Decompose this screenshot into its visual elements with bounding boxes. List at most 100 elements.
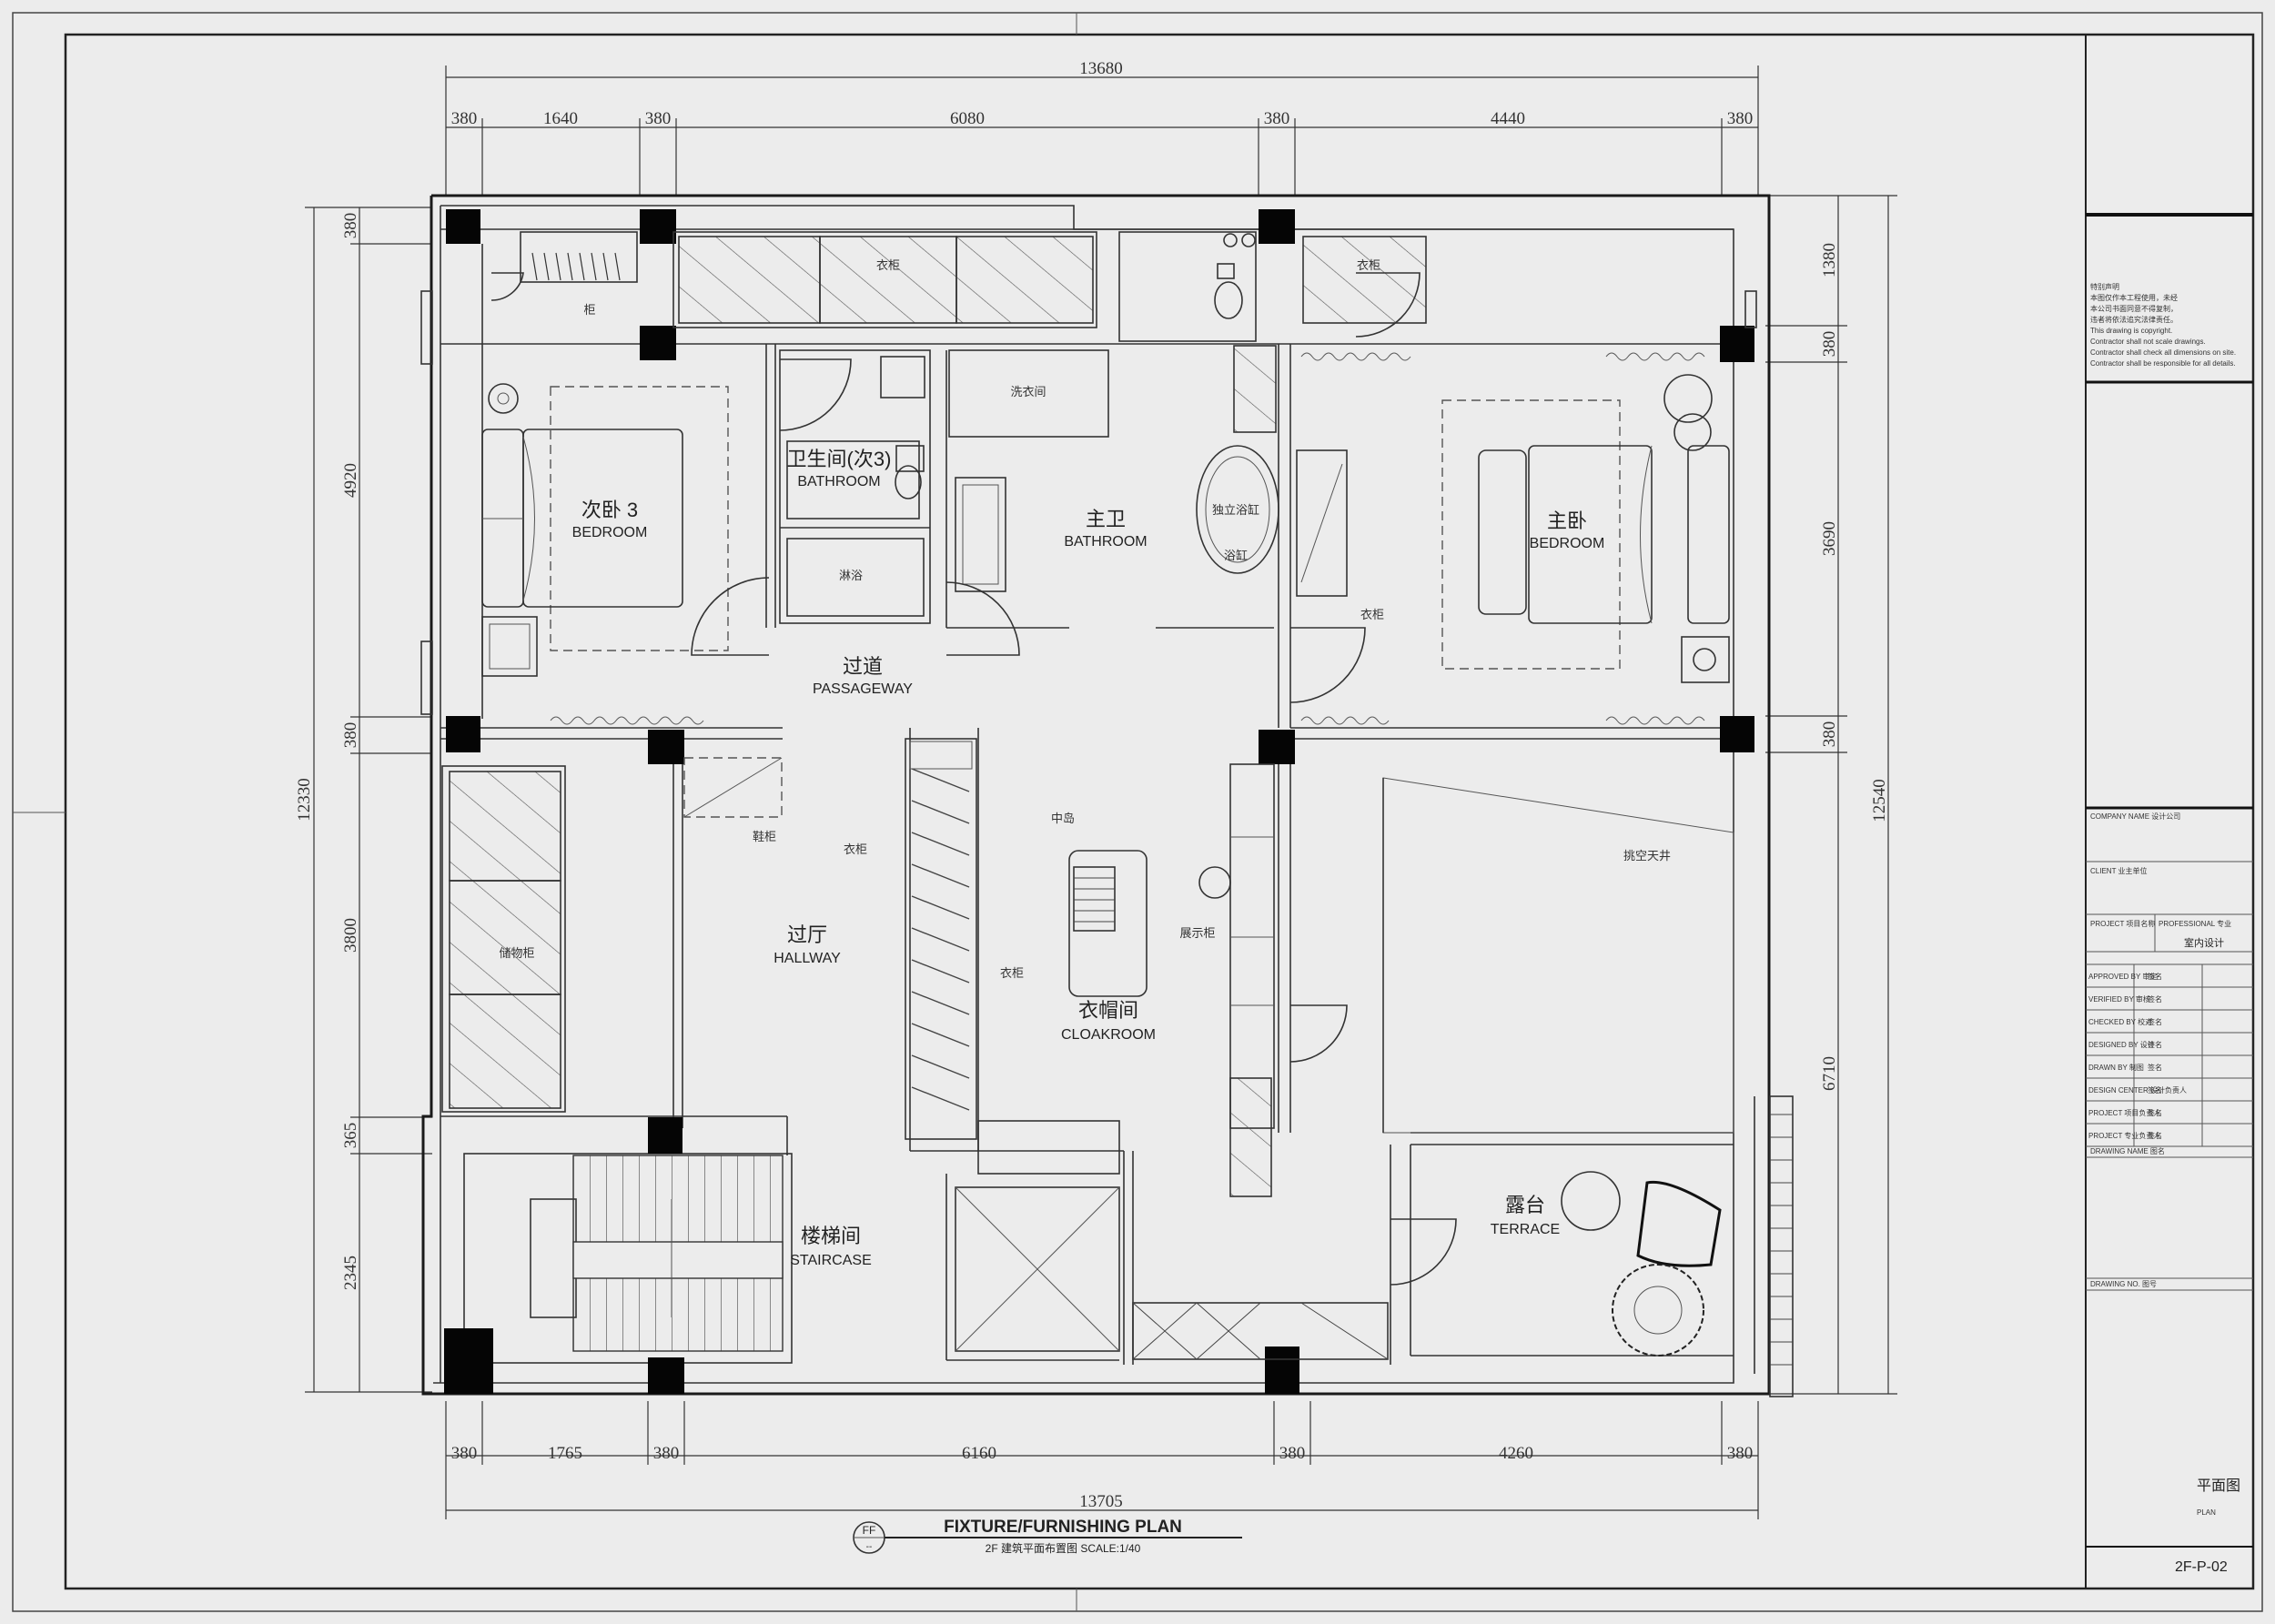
tb-row-7-value: 签名 <box>2148 1108 2162 1117</box>
dim-top-seg-6: 4440 <box>1491 109 1525 128</box>
tb-row-4-label: DESIGNED BY 设计 <box>2088 1040 2155 1049</box>
room-bathroom-small-en: BATHROOM <box>797 474 880 489</box>
dim-left-seg-5: 365 <box>341 1123 360 1149</box>
room-master-bath-cn: 主卫 <box>1086 508 1126 530</box>
room-master-bedroom-en: BEDROOM <box>1530 536 1605 551</box>
dim-top-seg-2: 1640 <box>543 109 578 128</box>
tb-company: COMPANY NAME 设计公司 <box>2090 812 2180 821</box>
note-display: 展示柜 <box>1179 926 1215 940</box>
tb-row-2-label: VERIFIED BY 审核 <box>2088 994 2150 1004</box>
room-master-bedroom-cn: 主卧 <box>1547 509 1587 532</box>
room-master-bath-en: BATHROOM <box>1064 534 1147 550</box>
dim-right-seg-3: 3690 <box>1820 521 1839 556</box>
dim-bottom-seg-2: 1765 <box>548 1444 582 1463</box>
structural-columns <box>444 209 1754 1394</box>
room-hallway-en: HALLWAY <box>774 951 841 966</box>
room-bathroom-small-cn: 卫生间(次3) <box>787 448 892 470</box>
room-hallway-cn: 过厅 <box>787 923 827 946</box>
room-staircase-en: STAIRCASE <box>790 1253 872 1268</box>
room-passageway-en: PASSAGEWAY <box>813 681 913 697</box>
dim-right-total: 12540 <box>1870 779 1889 822</box>
dim-bottom-total: 13705 <box>1079 1492 1123 1511</box>
tb-row-2-value: 签名 <box>2148 994 2162 1004</box>
dim-bottom-seg-1: 380 <box>451 1444 478 1463</box>
room-passageway-cn: 过道 <box>843 655 883 678</box>
dim-left-seg-6: 2345 <box>341 1256 360 1290</box>
tb-row-1-value: 签名 <box>2148 972 2162 981</box>
dim-left-seg-1: 380 <box>341 213 360 239</box>
tb-notice-2: 本图仅作本工程使用，未经 <box>2090 293 2178 302</box>
tb-notice-1: 特别声明 <box>2090 282 2119 291</box>
tb-notice-4: 违者将依法追究法律责任。 <box>2090 315 2178 324</box>
dimensions-bottom: 380 1765 380 6160 380 4260 380 13705 <box>445 1401 1759 1519</box>
note-wardrobe-left: 衣柜 <box>1000 966 1024 980</box>
dim-top-seg-5: 380 <box>1264 109 1290 128</box>
note-wardrobe-top: 衣柜 <box>876 258 900 272</box>
tb-professional-value: 室内设计 <box>2184 936 2224 949</box>
tb-row-7-label: PROJECT 项目负责人 <box>2088 1108 2160 1117</box>
note-bathtub: 浴缸 <box>1224 549 1248 562</box>
tb-row-5-value: 签名 <box>2148 1063 2162 1072</box>
tb-row-8-value: 签名 <box>2148 1131 2162 1140</box>
tb-row-4-value: 签名 <box>2148 1040 2162 1049</box>
dimensions-right: 1380 380 3690 380 12540 6710 <box>1765 195 1897 1395</box>
dim-bottom-seg-7: 380 <box>1727 1444 1754 1463</box>
tb-row-8-label: PROJECT 专业负责人 <box>2088 1131 2160 1140</box>
title-tag-bottom: -- <box>866 1542 873 1552</box>
dim-bottom-seg-3: 380 <box>653 1444 680 1463</box>
tb-notice-3: 本公司书面同意不得复制， <box>2090 304 2178 313</box>
dimensions-left: 12330 380 4920 380 3800 365 2345 <box>295 207 432 1393</box>
drawing-title: FF -- FIXTURE/FURNISHING PLAN 2F 建筑平面布置图… <box>853 1518 1242 1555</box>
fixture-notes: 淋浴 浴缸 独立浴缸 洗衣间 衣柜 衣柜 柜 衣柜 鞋柜 衣柜 衣柜 中岛 展示… <box>499 258 1671 980</box>
fixtures <box>420 231 1794 1397</box>
dim-top-seg-7: 380 <box>1727 109 1754 128</box>
tb-professional: PROFESSIONAL 专业 <box>2159 919 2231 928</box>
sheet-border <box>12 12 2263 1612</box>
note-cabinet: 柜 <box>583 303 595 317</box>
dim-top-seg-4: 6080 <box>950 109 985 128</box>
tb-row-3-label: CHECKED BY 校对 <box>2088 1017 2152 1026</box>
dim-top-seg-1: 380 <box>451 109 478 128</box>
dim-top-seg-3: 380 <box>645 109 672 128</box>
tb-plan-label: 平面图 <box>2197 1478 2240 1494</box>
doors <box>490 272 1457 1286</box>
dim-right-seg-2: 380 <box>1820 331 1839 358</box>
tb-drawing-no-label: DRAWING NO. 图号 <box>2090 1280 2157 1288</box>
note-skylight: 挑空天井 <box>1623 849 1671 862</box>
dimensions-top: 13680 380 1640 380 6080 380 4440 380 <box>445 59 1759 196</box>
tb-notice-8: Contractor shall be responsible for all … <box>2090 359 2236 368</box>
dim-right-seg-1: 1380 <box>1820 243 1839 277</box>
note-cloak-cabinet: 衣柜 <box>844 842 867 856</box>
dim-left-seg-4: 3800 <box>341 918 360 953</box>
room-bedroom3-en: BEDROOM <box>572 525 648 540</box>
note-shower: 淋浴 <box>839 569 863 582</box>
dim-right-seg-5: 6710 <box>1820 1056 1839 1091</box>
room-cloakroom-cn: 衣帽间 <box>1078 999 1138 1022</box>
room-terrace-en: TERRACE <box>1491 1222 1560 1237</box>
tb-project: PROJECT 项目名称 <box>2090 919 2155 928</box>
note-island: 中岛 <box>1051 812 1075 825</box>
tb-notice-5: This drawing is copyright. <box>2090 327 2172 335</box>
drawing-frame <box>64 33 2255 1590</box>
dim-left-total: 12330 <box>295 778 314 822</box>
note-cabinet-hall: 储物柜 <box>499 946 534 960</box>
dim-bottom-seg-6: 4260 <box>1499 1444 1533 1463</box>
dim-right-seg-4: 380 <box>1820 721 1839 748</box>
title-main: FIXTURE/FURNISHING PLAN <box>944 1518 1182 1537</box>
title-sub: 2F 建筑平面布置图 SCALE:1/40 <box>986 1541 1141 1555</box>
room-labels: 次卧 3 BEDROOM 卫生间(次3) BATHROOM 主卫 BATHROO… <box>572 448 1605 1268</box>
tb-row-6-label: DESIGN CENTER 设计负责人 <box>2088 1085 2187 1094</box>
room-bedroom3-cn: 次卧 3 <box>581 499 638 521</box>
title-tag-top: FF <box>863 1524 876 1537</box>
dim-left-seg-2: 4920 <box>341 463 360 498</box>
tb-drawing-no: 2F-P-02 <box>2175 1559 2228 1575</box>
dim-top-total: 13680 <box>1079 59 1123 78</box>
tb-client: CLIENT 业主单位 <box>2090 866 2148 875</box>
tb-row-6-value: 签名 <box>2148 1085 2162 1094</box>
room-staircase-cn: 楼梯间 <box>801 1225 861 1247</box>
dim-left-seg-3: 380 <box>341 722 360 749</box>
building-walls <box>421 194 1771 1396</box>
tb-drawing-name: DRAWING NAME 图名 <box>2090 1146 2165 1155</box>
room-cloakroom-en: CLOAKROOM <box>1061 1027 1156 1043</box>
